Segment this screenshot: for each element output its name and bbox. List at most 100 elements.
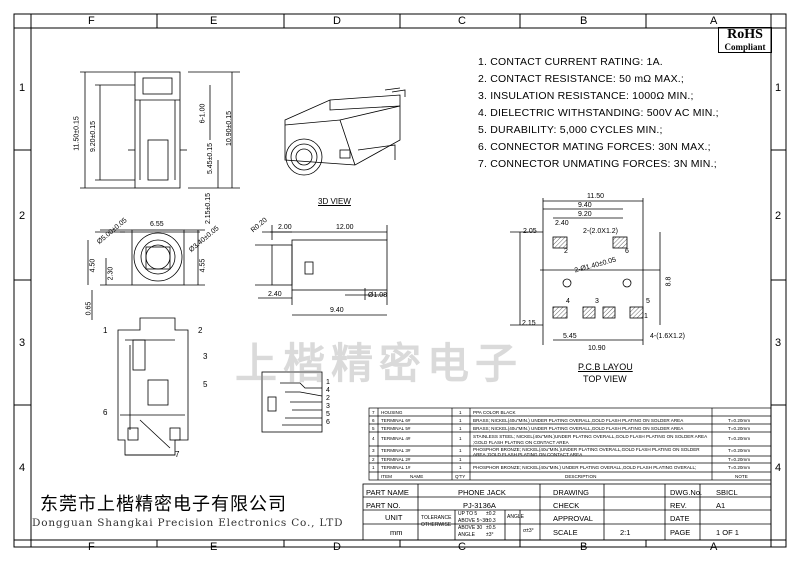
bom-row-6-no: 6 — [372, 418, 375, 423]
spec-line-5: 5. DURABILITY: 5,000 CYCLES MIN.; — [478, 124, 663, 136]
bom-row-3-item: TERMINAL 3# — [381, 448, 411, 453]
zone-col-f-bottom: F — [88, 541, 95, 553]
tb-unit-label: UNIT — [385, 513, 403, 522]
schem-pin-4: 4 — [326, 387, 330, 394]
tb-approval-label: APPROVAL — [553, 514, 593, 523]
rohs-badge: RoHS Compliant — [718, 27, 772, 54]
dim-2-40: 2.40 — [268, 291, 282, 298]
bom-row-2-qty: 1 — [459, 457, 462, 462]
front-view — [80, 71, 240, 189]
bom-row-4-item: TERMINAL 4# — [381, 436, 411, 441]
tb-check-label: CHECK — [553, 501, 580, 510]
tb-part-no: PJ-3136A — [463, 501, 496, 510]
tb-tolerance-label: TOLERANCE — [421, 515, 452, 521]
pcb-pin-6: 6 — [625, 248, 629, 255]
label-3d-view: 3D VIEW — [318, 197, 351, 206]
tb-unit-value: mm — [390, 528, 403, 537]
tb-part-name-label: PART NAME — [366, 488, 409, 497]
schem-pin-5: 5 — [326, 411, 330, 418]
company-name-cn: 东莞市上楷精密电子有限公司 — [40, 494, 287, 515]
zone-col-d: D — [333, 15, 341, 27]
dim-12-00: 12.00 — [336, 224, 354, 231]
schematic — [261, 371, 323, 433]
assy-pin-2: 2 — [198, 326, 203, 335]
tb-scale-label: SCALE — [553, 528, 578, 537]
zone-col-b-bottom: B — [580, 541, 588, 553]
bom-row-5-desc: BRASS; NICKEL(40u"MIN.) UNDER PLATING OV… — [473, 426, 684, 431]
tb-tol-value-2: ±0.3 — [486, 518, 496, 524]
bom-row-5-qty: 1 — [459, 426, 462, 431]
bom-row-3-note: T=0.20mm — [728, 448, 751, 453]
bom-row-5-item: TERMINAL 5# — [381, 426, 411, 431]
tb-otherwise-label: OTHERWISE — [421, 522, 452, 528]
zone-col-d-bottom: D — [333, 541, 341, 553]
watermark: 上楷精密电子 — [235, 339, 524, 388]
pcb-dim-8-8: 8.8 — [665, 276, 673, 287]
bom-row-3-desc: PHOSPHOR BRONZE; NICKEL(40u"MIN.)UNDER P… — [473, 447, 700, 457]
assy-pin-3: 3 — [203, 352, 208, 361]
spec-line-6: 6. CONNECTOR MATING FORCES: 30N MAX.; — [478, 141, 711, 153]
label-top-view: TOP VIEW — [583, 374, 627, 384]
bottom-view — [117, 317, 189, 456]
bom-row-7-item: HOUSING — [381, 410, 403, 415]
zone-col-c-bottom: C — [458, 541, 466, 553]
bom-row-3-no: 3 — [372, 448, 375, 453]
pcb-dim-5-45: 5.45 — [563, 333, 577, 340]
bom-row-1-no: 1 — [372, 465, 375, 470]
zone-row-2-right: 2 — [775, 210, 782, 222]
bom-row-6-item: TERMINAL 6# — [381, 418, 411, 423]
bom-row-4-qty: 1 — [459, 436, 462, 441]
tb-angle-label-2: ANGLE — [507, 514, 524, 520]
tb-tol-value-3: ±0.5 — [486, 525, 496, 531]
spec-line-1: 1. CONTACT CURRENT RATING: 1A. — [478, 56, 663, 68]
bom-header-note: NOTE — [735, 474, 748, 479]
bom-row-1-desc: PHOSPHOR BRONZE; NICKEL(40u"MIN.) UNDER … — [473, 465, 697, 470]
schem-pin-2: 2 — [326, 395, 330, 402]
assy-pin-5: 5 — [203, 380, 208, 389]
bom-row-7-desc: PPA COLOR BLACK — [473, 410, 516, 415]
bom-header-qty: Q'TY — [455, 474, 466, 479]
bom-row-7-qty: 1 — [459, 410, 462, 415]
tb-part-name: PHONE JACK — [458, 488, 506, 497]
pcb-dim-2-40: 2.40 — [555, 220, 569, 227]
tb-angle-label: ANGLE — [458, 532, 475, 538]
pcb-dim-4x: 4-(1.6X1.2) — [650, 333, 686, 340]
dim-9-20: 9.20±0.15 — [90, 120, 98, 153]
assy-pin-1: 1 — [103, 326, 108, 335]
rohs-title: RoHS — [727, 27, 763, 42]
pcb-pin-1: 1 — [644, 313, 648, 320]
zone-col-a: A — [710, 15, 718, 27]
tb-tol-value-1: ±0.2 — [486, 511, 496, 517]
tb-page-label: PAGE — [670, 528, 691, 537]
bom-header-desc: DESCRIPTION — [565, 474, 597, 479]
zone-col-f: F — [88, 15, 95, 27]
pcb-layout — [510, 198, 661, 345]
tb-tol-line-3: ABOVE 30 — [458, 525, 483, 531]
bom-row-2-item: TERMINAL 2# — [381, 457, 411, 462]
pcb-pin-4: 4 — [566, 298, 570, 305]
spec-line-2: 2. CONTACT RESISTANCE: 50 mΩ MAX.; — [478, 73, 685, 85]
dim-4-50: 4.50 — [89, 258, 97, 273]
bom-row-6-note: T=0.20mm — [728, 418, 751, 423]
pcb-dim-2-05: 2.05 — [523, 228, 537, 235]
bom-row-4-no: 4 — [372, 436, 375, 441]
pcb-pin-3: 3 — [595, 298, 599, 305]
dim-9-40: 9.40 — [330, 307, 344, 314]
rohs-subtitle: Compliant — [724, 41, 766, 52]
zone-col-b: B — [580, 15, 588, 27]
spec-line-7: 7. CONNECTOR UNMATING FORCES: 3N MIN.; — [478, 158, 717, 170]
schem-pin-6: 6 — [326, 419, 330, 426]
dim-2-15: 2.15±0.15 — [205, 192, 213, 225]
zone-row-1-right: 1 — [775, 82, 782, 94]
tb-angle-value: ±3° — [486, 532, 494, 538]
zone-col-c: C — [458, 15, 466, 27]
zone-row-4-right: 4 — [775, 462, 782, 474]
pcb-dim-9-20: 9.20 — [578, 211, 592, 218]
tb-dwg-value: SBICL — [716, 488, 738, 497]
dim-5-45: 5.45±0.15 — [207, 142, 215, 175]
bom-row-4-desc: STAINLESS STEEL; NICKEL(40u"MIN.)UNDER P… — [473, 434, 707, 445]
bom-row-7-no: 7 — [372, 410, 375, 415]
zone-row-3: 3 — [19, 337, 26, 349]
dim-6-100: 6-1.00 — [199, 103, 207, 124]
schem-pin-3: 3 — [326, 403, 330, 410]
